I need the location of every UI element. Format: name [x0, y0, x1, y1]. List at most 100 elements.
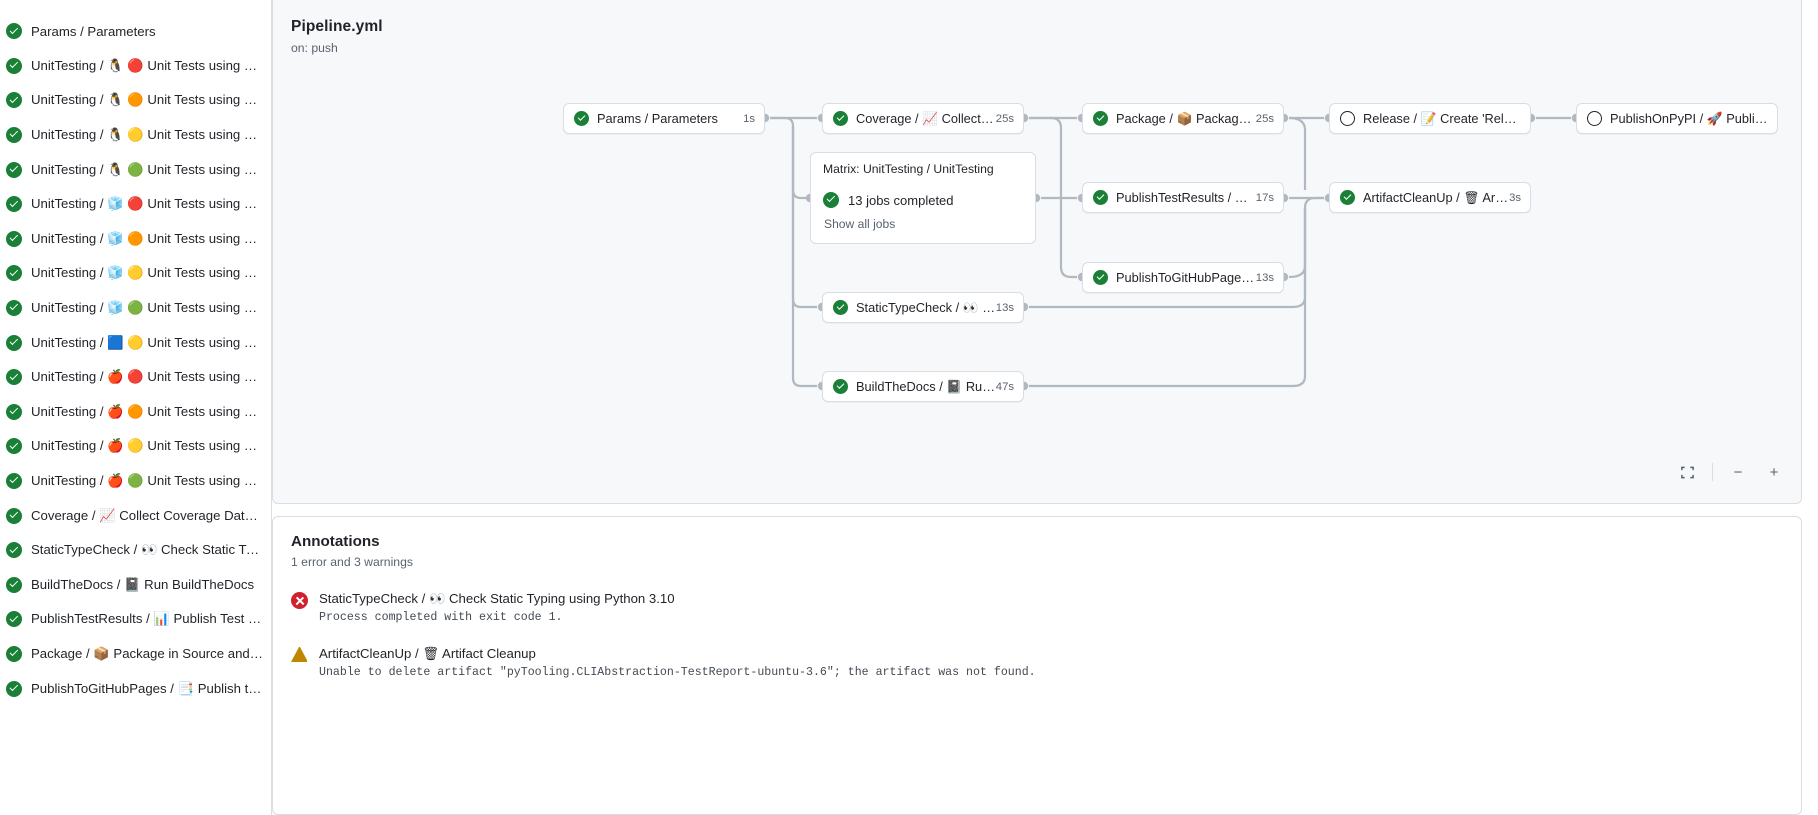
- sidebar-job-label: UnitTesting / 🍎 🟢 Unit Tests using Pyth…: [31, 473, 263, 489]
- sidebar-job-item[interactable]: PublishTestResults / 📊 Publish Test Resu…: [0, 602, 271, 637]
- graph-node-duration: 25s: [995, 112, 1014, 125]
- graph-node-package[interactable]: Package / 📦 Package in So…25s: [1082, 103, 1284, 134]
- graph-node-testresults[interactable]: PublishTestResults / 📊 Pu…17s: [1082, 182, 1284, 213]
- sidebar-job-label: UnitTesting / 🧊 🟡 Unit Tests using Pyth…: [31, 265, 263, 281]
- sidebar-job-item[interactable]: UnitTesting / 🧊 🔴 Unit Tests using Pyth…: [0, 187, 271, 222]
- success-check-icon: [6, 334, 22, 351]
- sidebar-job-label: UnitTesting / 🍎 🔴 Unit Tests using Pyth…: [31, 369, 263, 385]
- sidebar-job-item[interactable]: UnitTesting / 🧊 🟢 Unit Tests using Pyth…: [0, 291, 271, 326]
- graph-edges: [760, 113, 1581, 391]
- success-check-icon: [833, 300, 848, 315]
- success-check-icon: [6, 161, 22, 178]
- graph-node-params[interactable]: Params / Parameters 1s: [563, 103, 765, 134]
- graph-node-duration: 3s: [1509, 191, 1521, 204]
- graph-node-duration: 47s: [995, 380, 1014, 393]
- sidebar-job-label: BuildTheDocs / 📓 Run BuildTheDocs: [31, 576, 255, 592]
- graph-node-duration: 13s: [995, 301, 1014, 314]
- show-all-jobs-link[interactable]: Show all jobs: [824, 217, 896, 231]
- sidebar-job-item[interactable]: UnitTesting / 🍎 🔴 Unit Tests using Pyth…: [0, 360, 271, 395]
- graph-node-label: Params / Parameters: [597, 111, 718, 126]
- success-check-icon: [6, 127, 22, 144]
- sidebar-job-item[interactable]: UnitTesting / 🧊 🟡 Unit Tests using Pyth…: [0, 256, 271, 291]
- sidebar-job-label: UnitTesting / 🍎 🟡 Unit Tests using Pyth…: [31, 438, 263, 454]
- sidebar-job-label: UnitTesting / 🐧 🔴 Unit Tests using Pyth…: [31, 57, 263, 73]
- success-check-icon: [823, 192, 839, 208]
- sidebar-job-item[interactable]: UnitTesting / 🐧 🟢 Unit Tests using Pyth…: [0, 152, 271, 187]
- matrix-jobs-summary[interactable]: 13 jobs completed: [823, 192, 1023, 208]
- success-check-icon: [6, 230, 22, 247]
- matrix-title: Matrix: UnitTesting / UnitTesting: [823, 162, 994, 176]
- sidebar-job-label: Params / Parameters: [31, 23, 156, 39]
- sidebar-job-item[interactable]: Package / 📦 Package in Source and Wh…: [0, 637, 271, 672]
- pending-circle-icon: [1340, 111, 1355, 126]
- success-check-icon: [1093, 111, 1108, 126]
- fit-screen-icon[interactable]: [1676, 461, 1698, 483]
- sidebar-job-item[interactable]: BuildTheDocs / 📓 Run BuildTheDocs: [0, 568, 271, 603]
- sidebar-job-label: Coverage / 📈 Collect Coverage Data usi…: [31, 507, 263, 523]
- sidebar-job-label: PublishToGitHubPages / 📑 Publish to G…: [31, 680, 263, 696]
- sidebar-job-item[interactable]: Coverage / 📈 Collect Coverage Data usi…: [0, 498, 271, 533]
- success-check-icon: [6, 57, 22, 74]
- sidebar-job-item[interactable]: UnitTesting / 🍎 🟠 Unit Tests using Pyth…: [0, 395, 271, 430]
- graph-node-artifact[interactable]: ArtifactCleanUp / 🗑 Artifac…3s: [1329, 182, 1531, 213]
- sidebar-job-item[interactable]: StaticTypeCheck / 👀 Check Static Typing…: [0, 533, 271, 568]
- graph-node-duration: 1s: [743, 112, 755, 125]
- success-check-icon: [1340, 190, 1355, 205]
- sidebar-job-item[interactable]: PublishToGitHubPages / 📑 Publish to G…: [0, 671, 271, 706]
- error-icon: [291, 592, 308, 609]
- matrix-group-box: Matrix: UnitTesting / UnitTesting 13 job…: [810, 152, 1036, 244]
- graph-node-label: PublishOnPyPI / 🚀 Publish to …: [1610, 110, 1768, 126]
- graph-node-typecheck[interactable]: StaticTypeCheck / 👀 Chec…13s: [822, 292, 1024, 323]
- graph-trigger: on: push: [291, 41, 338, 55]
- success-check-icon: [6, 23, 22, 40]
- graph-zoom-controls[interactable]: − +: [1676, 461, 1785, 483]
- annotation-item[interactable]: StaticTypeCheck / 👀 Check Static Typing …: [291, 591, 1783, 624]
- zoom-out-button[interactable]: −: [1733, 463, 1743, 481]
- success-check-icon: [833, 111, 848, 126]
- graph-node-release[interactable]: Release / 📝 Create 'Release P…: [1329, 103, 1531, 134]
- graph-node-label: ArtifactCleanUp / 🗑 Artifac…: [1363, 189, 1509, 205]
- sidebar-job-item[interactable]: UnitTesting / 🍎 🟡 Unit Tests using Pyth…: [0, 429, 271, 464]
- sidebar-job-item[interactable]: UnitTesting / 🍎 🟢 Unit Tests using Pyth…: [0, 464, 271, 499]
- sidebar-job-item[interactable]: UnitTesting / 🟦 🟡 Unit Tests using Pyth…: [0, 325, 271, 360]
- graph-node-pypi[interactable]: PublishOnPyPI / 🚀 Publish to …: [1576, 103, 1778, 134]
- sidebar-job-label: UnitTesting / 🐧 🟡 Unit Tests using Pyth…: [31, 127, 263, 143]
- sidebar-job-label: Package / 📦 Package in Source and Wh…: [31, 645, 263, 661]
- sidebar-job-item[interactable]: UnitTesting / 🐧 🟠 Unit Tests using Pyth…: [0, 83, 271, 118]
- success-check-icon: [1093, 190, 1108, 205]
- graph-node-coverage[interactable]: Coverage / 📈 Collect Cove…25s: [822, 103, 1024, 134]
- sidebar-job-label: UnitTesting / 🟦 🟡 Unit Tests using Pyth…: [31, 334, 263, 350]
- sidebar-job-item[interactable]: UnitTesting / 🐧 🟡 Unit Tests using Pyth…: [0, 118, 271, 153]
- graph-title: Pipeline.yml: [291, 18, 383, 35]
- success-check-icon: [574, 111, 589, 126]
- success-check-icon: [6, 576, 22, 593]
- zoom-in-button[interactable]: +: [1769, 463, 1779, 481]
- sidebar-job-label: PublishTestResults / 📊 Publish Test Resu…: [31, 611, 263, 627]
- graph-node-ghpages[interactable]: PublishToGitHubPages / 📑 …13s: [1082, 262, 1284, 293]
- workflow-graph-panel[interactable]: Pipeline.yml on: push: [272, 0, 1802, 504]
- success-check-icon: [6, 300, 22, 317]
- success-check-icon: [6, 92, 22, 109]
- success-check-icon: [6, 265, 22, 282]
- sidebar-job-label: StaticTypeCheck / 👀 Check Static Typing…: [31, 542, 263, 558]
- success-check-icon: [6, 196, 22, 213]
- sidebar-job-item[interactable]: Params / Parameters: [0, 14, 271, 49]
- graph-node-duration: 25s: [1255, 112, 1274, 125]
- sidebar-job-label: UnitTesting / 🧊 🔴 Unit Tests using Pyth…: [31, 196, 263, 212]
- graph-node-label: StaticTypeCheck / 👀 Chec…: [856, 299, 996, 315]
- sidebar-job-item[interactable]: UnitTesting / 🧊 🟠 Unit Tests using Pyth…: [0, 222, 271, 257]
- success-check-icon: [6, 473, 22, 490]
- sidebar-job-item[interactable]: UnitTesting / 🐧 🔴 Unit Tests using Pyth…: [0, 49, 271, 84]
- annotations-summary: 1 error and 3 warnings: [291, 555, 413, 569]
- annotation-message: Process completed with exit code 1.: [319, 611, 563, 624]
- success-check-icon: [6, 369, 22, 386]
- annotation-title: ArtifactCleanUp / 🗑 Artifact Cleanup: [319, 646, 536, 661]
- graph-node-builddocs[interactable]: BuildTheDocs / 📓 Run Buil…47s: [822, 371, 1024, 402]
- graph-node-label: PublishToGitHubPages / 📑 …: [1116, 269, 1256, 285]
- graph-node-label: BuildTheDocs / 📓 Run Buil…: [856, 378, 996, 394]
- annotations-heading: Annotations: [291, 533, 380, 550]
